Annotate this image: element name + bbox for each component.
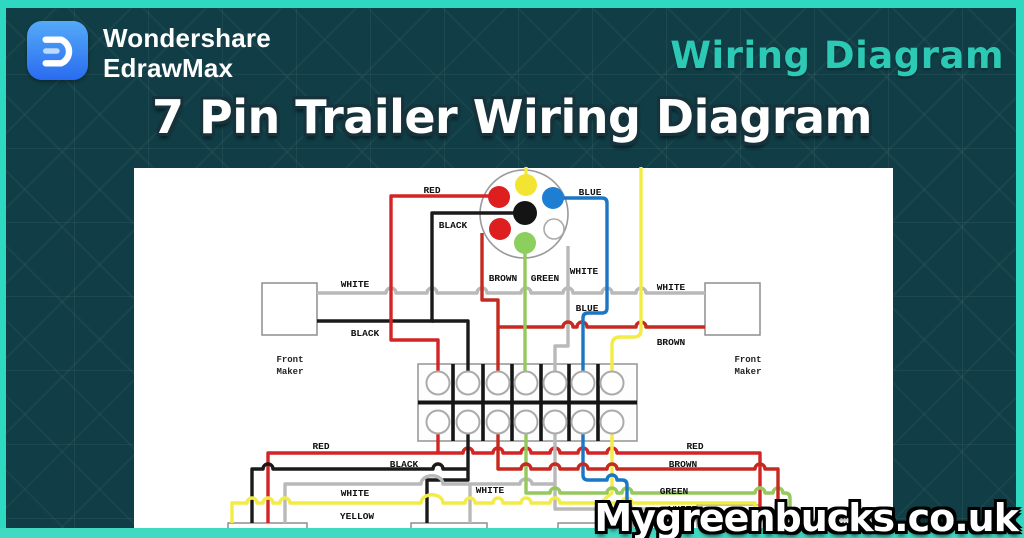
front-marker-box-left bbox=[261, 282, 318, 336]
label-black-left: BLACK bbox=[351, 328, 380, 339]
frame-left-border bbox=[0, 0, 6, 538]
edrawmax-logo-icon bbox=[27, 21, 88, 80]
label-green-upper: GREEN bbox=[531, 273, 560, 284]
brand-text: Wondershare EdrawMax bbox=[103, 23, 271, 83]
front-marker-left-line1: Front bbox=[276, 355, 303, 365]
label-white-left: WHITE bbox=[341, 279, 370, 290]
wire-brown-upper-horizontal bbox=[498, 320, 705, 329]
label-yellow-bottom: YELLOW bbox=[340, 511, 375, 522]
label-black-upper: BLACK bbox=[439, 220, 468, 231]
terminal-circle bbox=[542, 370, 568, 396]
wire-white-main bbox=[317, 286, 705, 295]
frame-bottom-strip bbox=[0, 528, 1024, 538]
terminal-circle bbox=[570, 409, 596, 435]
label-white-bottom-left: WHITE bbox=[341, 488, 370, 499]
wire-blue-bottom bbox=[581, 433, 629, 523]
wire-red-upper bbox=[389, 194, 499, 373]
label-green-bottom: GREEN bbox=[660, 486, 689, 497]
terminal-circle bbox=[425, 409, 451, 435]
terminal-circle bbox=[513, 409, 539, 435]
wire-white-bottom-left bbox=[283, 433, 557, 523]
label-brown-bottom: BROWN bbox=[669, 459, 698, 470]
label-white-bottom-right: WHITE bbox=[669, 504, 698, 515]
label-blue-bottom: BLUE bbox=[603, 513, 626, 524]
front-marker-box-right bbox=[704, 282, 761, 336]
wire-red-bottom bbox=[266, 446, 762, 523]
label-brown-right: BROWN bbox=[657, 337, 686, 348]
brand-line1: Wondershare bbox=[103, 23, 271, 53]
terminal-circle bbox=[485, 409, 511, 435]
terminal-circle bbox=[599, 370, 625, 396]
label-white-bottom-mid: WHITE bbox=[476, 485, 505, 496]
front-marker-left-line2: Maker bbox=[276, 367, 303, 377]
watermark: Mygreenbucks.co.uk bbox=[594, 496, 1019, 538]
pin-black bbox=[513, 201, 537, 225]
wires bbox=[230, 167, 792, 523]
terminal-circles bbox=[425, 370, 625, 435]
pin-red-upper bbox=[488, 186, 510, 208]
label-white-right: WHITE bbox=[657, 282, 686, 293]
terminal-block-dividers bbox=[451, 364, 600, 441]
wire-yellow-upper bbox=[610, 167, 643, 373]
label-black-bottom: BLACK bbox=[390, 459, 419, 470]
wire-white-pin bbox=[553, 246, 570, 373]
front-marker-right-line2: Maker bbox=[734, 367, 761, 377]
wire-black-bottom-branch bbox=[425, 470, 470, 523]
terminal-circle bbox=[455, 409, 481, 435]
wire-brown-upper-vertical bbox=[480, 233, 500, 373]
wire-yellow-bottom bbox=[230, 433, 614, 523]
terminal-circle bbox=[455, 370, 481, 396]
terminal-circle bbox=[599, 409, 625, 435]
label-red-upper: RED bbox=[423, 185, 440, 196]
wire-brown-bottom bbox=[496, 433, 780, 521]
front-marker-right-line1: Front bbox=[734, 355, 761, 365]
label-brown-upper: BROWN bbox=[489, 273, 518, 284]
label-blue-mid: BLUE bbox=[576, 303, 599, 314]
pin-white bbox=[543, 218, 565, 240]
corner-title: Wiring Diagram bbox=[670, 34, 1004, 77]
brand-line2: EdrawMax bbox=[103, 53, 234, 83]
frame-right-border bbox=[1016, 0, 1024, 538]
terminal-circle bbox=[425, 370, 451, 396]
edrawmax-logo-glyph bbox=[42, 36, 73, 67]
wire-green-bottom bbox=[524, 433, 792, 521]
wire-blue-upper bbox=[553, 196, 609, 373]
pin-yellow bbox=[515, 174, 537, 196]
pin-green bbox=[514, 232, 536, 254]
pin-red-lower bbox=[489, 218, 511, 240]
label-white-pin: WHITE bbox=[570, 266, 599, 277]
terminal-circle bbox=[485, 370, 511, 396]
label-red-bottom-left: RED bbox=[312, 441, 329, 452]
page-title: 7 Pin Trailer Wiring Diagram bbox=[152, 90, 872, 144]
pin-blue bbox=[542, 187, 564, 209]
frame-top-border bbox=[0, 0, 1024, 8]
terminal-circle bbox=[513, 370, 539, 396]
label-blue-upper: BLUE bbox=[579, 187, 602, 198]
terminal-circle bbox=[570, 370, 596, 396]
terminal-circle bbox=[542, 409, 568, 435]
label-red-bottom-right: RED bbox=[686, 441, 703, 452]
wire-black-bottom bbox=[250, 433, 470, 523]
